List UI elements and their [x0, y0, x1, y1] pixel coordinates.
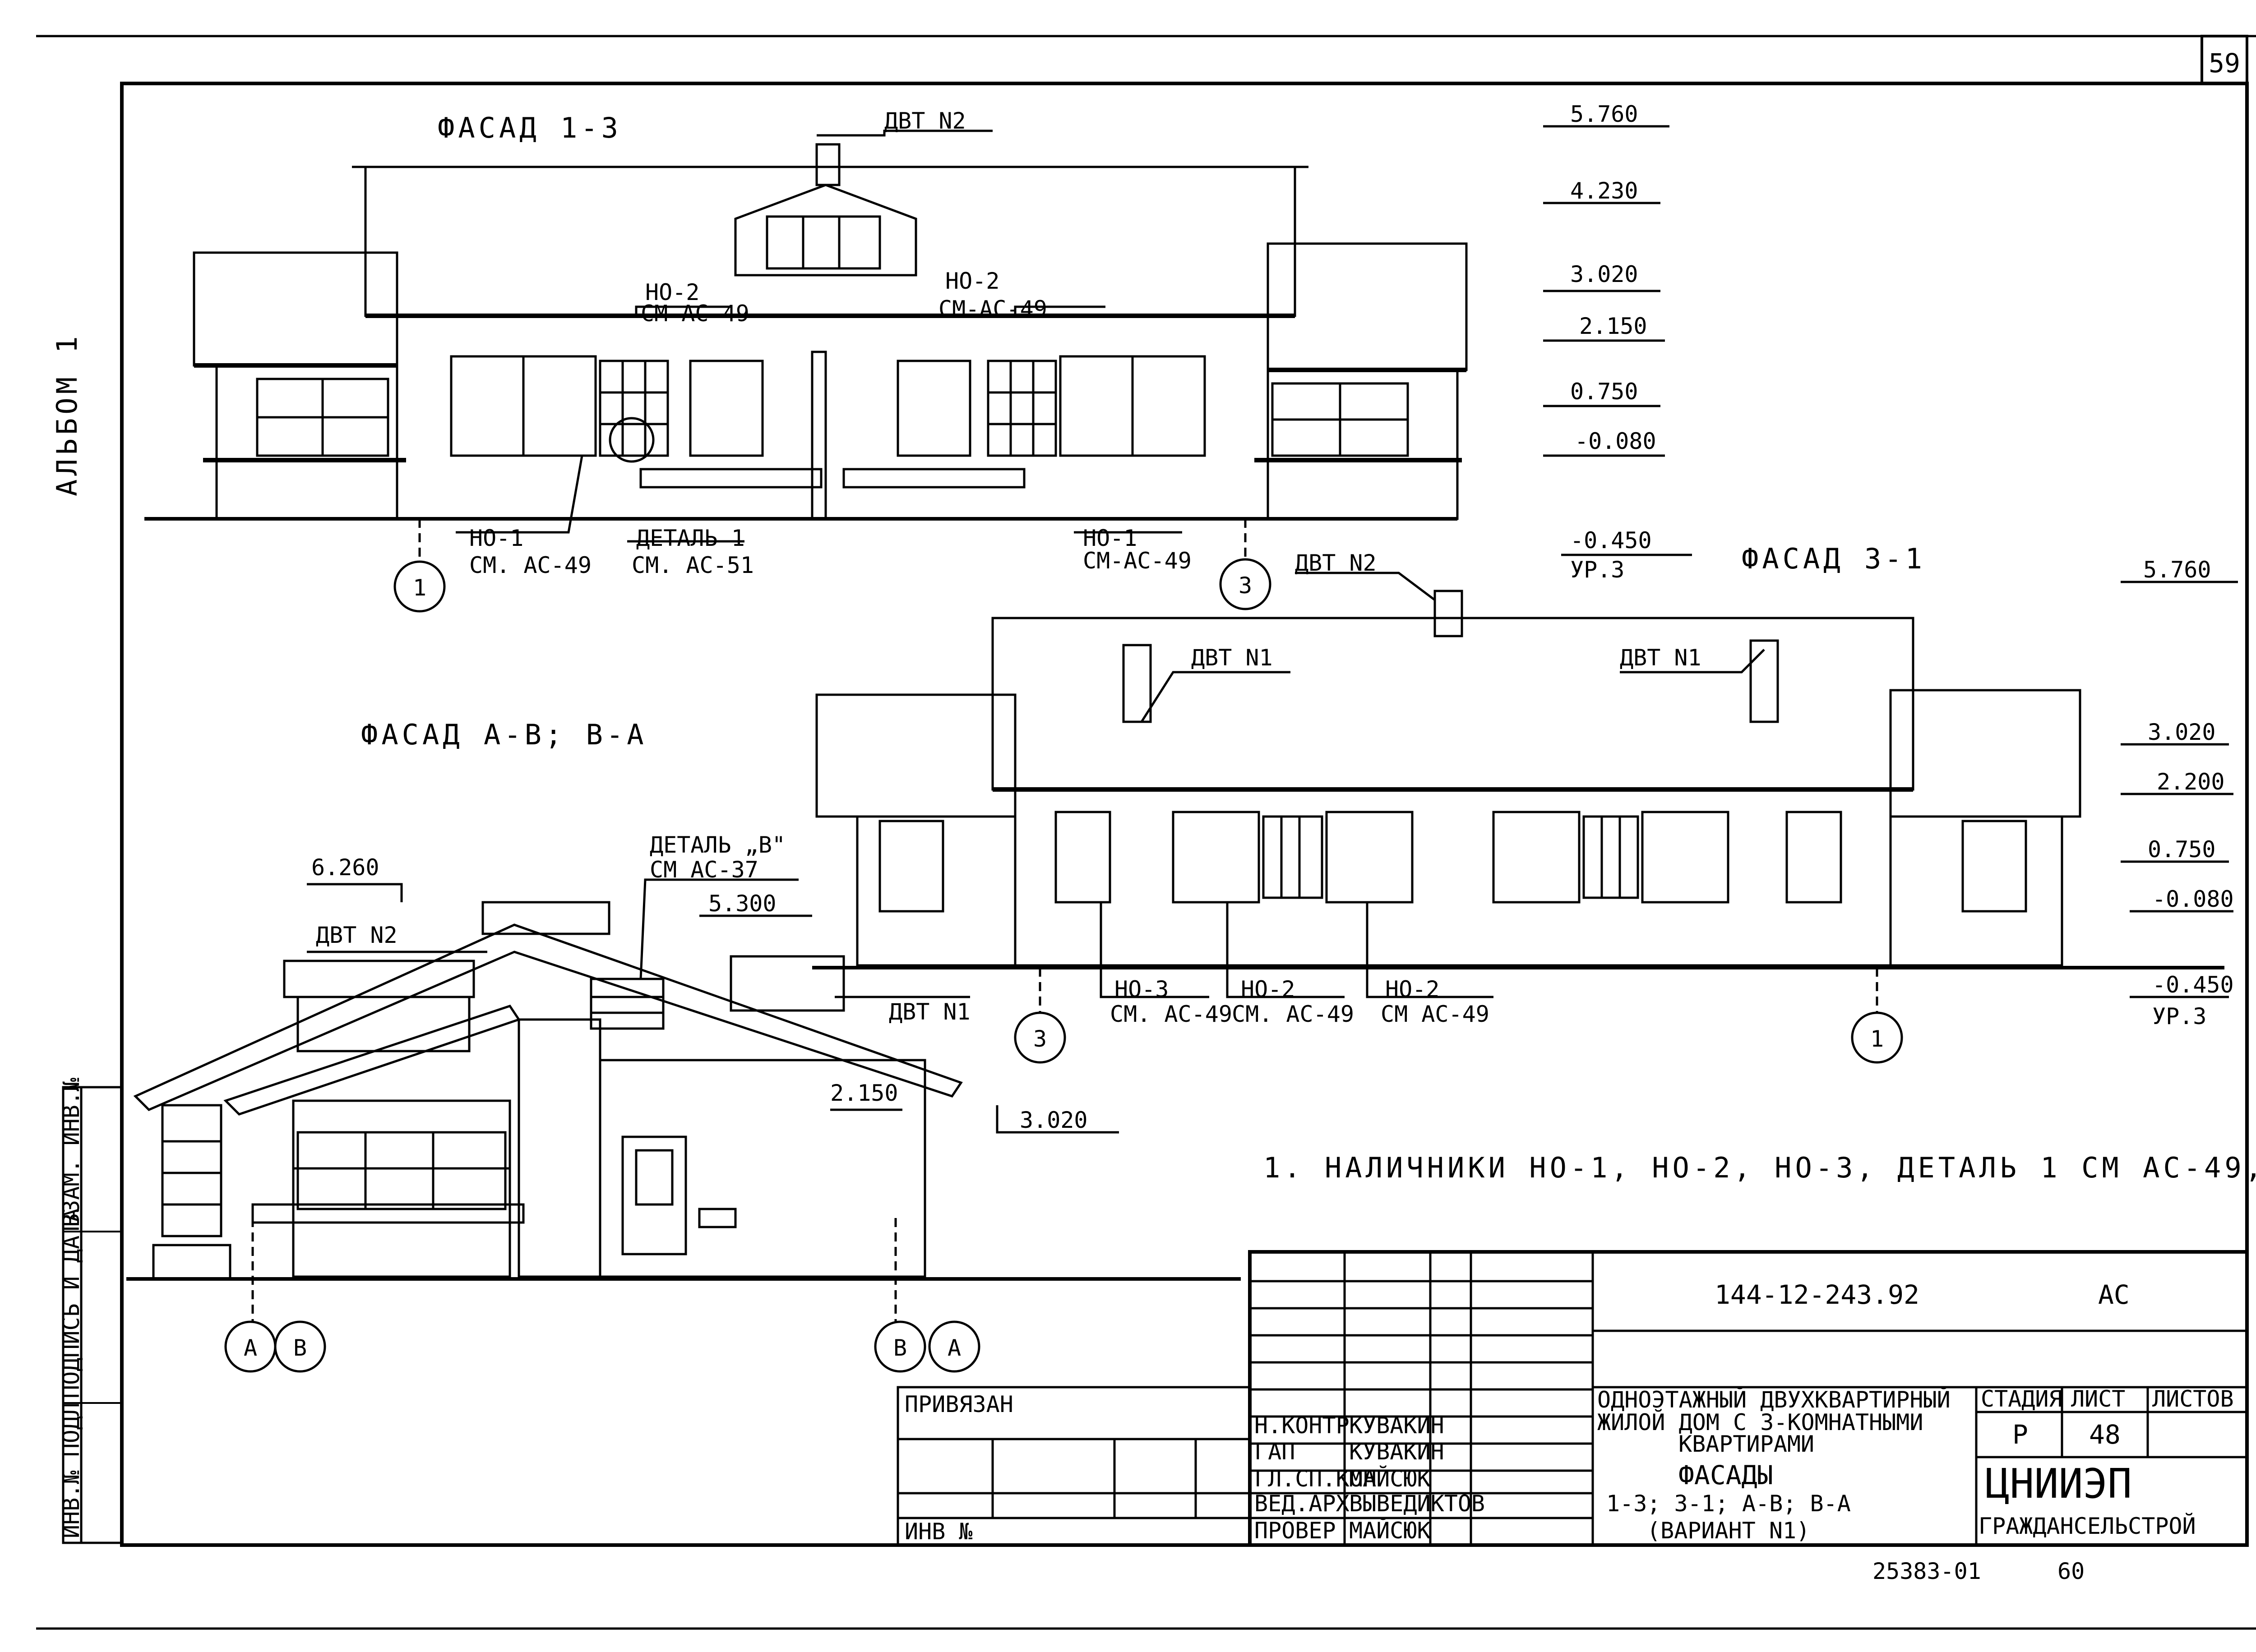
- fab-detail: ДЕТАЛЬ „В": [650, 832, 786, 858]
- doc-mark: АС: [2098, 1279, 2130, 1310]
- sheet-value: 48: [2089, 1419, 2121, 1450]
- name-0: КУВАКИН: [1349, 1412, 1444, 1439]
- f13-elev-m0450: -0.450: [1570, 527, 1652, 554]
- name-1: КУВАКИН: [1349, 1439, 1444, 1465]
- fab-elev-5300: 5.300: [708, 891, 777, 917]
- name-4: МАЙСЮК: [1349, 1517, 1431, 1544]
- sheet-title-1: ФАСАДЫ: [1678, 1460, 1773, 1490]
- f13-no2-right: НО-2: [945, 268, 999, 294]
- f31-no2a: НО-2: [1241, 976, 1295, 1002]
- f13-avt2: ДВТ N2: [884, 108, 966, 134]
- building-line-3: КВАРТИРАМИ: [1678, 1431, 1814, 1457]
- title-block: 144-12-243.92 АС ПРИВЯЗАН ИНВ № Н.КОНТР …: [897, 1250, 2249, 1547]
- page-number: 60: [2057, 1558, 2085, 1584]
- inv-label: ИНВ №: [905, 1518, 973, 1545]
- sheet-header: ЛИСТ: [2071, 1386, 2125, 1412]
- fab-elev-6260: 6.260: [311, 854, 379, 881]
- facade-3-1: ФАСАД 3-1: [812, 542, 2238, 1064]
- f31-elev-3020: 3.020: [2148, 719, 2216, 745]
- f31-no3-ref: СМ. АС-49: [1110, 1001, 1232, 1027]
- fab-detail-ref: СМ АС-37: [650, 857, 758, 883]
- side-stamp-sign: ПОДПИСЬ И ДАТА: [58, 1209, 84, 1398]
- f13-elev-0750: 0.750: [1570, 378, 1638, 405]
- general-note: 1. НАЛИЧНИКИ НО-1, НО-2, НО-3, ДЕТАЛЬ 1 …: [1263, 1151, 2256, 1184]
- corner-number: 59: [2209, 48, 2240, 78]
- album-label: АЛЬБОМ 1: [51, 332, 83, 496]
- facade-1-3: ФАСАД 1-3: [144, 101, 1692, 613]
- f31-ground-note: УР.3: [2152, 1003, 2206, 1029]
- f31-elev-m0450: -0.450: [2152, 972, 2234, 998]
- role-2: ГЛ.СП.КОН: [1254, 1466, 1377, 1492]
- name-2: МАЙСЮК: [1349, 1465, 1431, 1492]
- fab-avt2: ДВТ N2: [316, 922, 398, 948]
- bound-label: ПРИВЯЗАН: [905, 1391, 1013, 1417]
- f13-elev-2150: 2.150: [1579, 313, 1647, 339]
- f31-elev-2200: 2.200: [2157, 769, 2225, 795]
- facade-a-b-title: ФАСАД А-В; В-А: [361, 718, 647, 751]
- sheet-title-3: (ВАРИАНТ N1): [1647, 1518, 1810, 1544]
- building-line-2: ЖИЛОЙ ДОМ С 3-КОМНАТНЫМИ: [1597, 1409, 1923, 1435]
- f13-no1-right: НО-1: [1083, 525, 1137, 551]
- facade-a-b: ФАСАД А-В; В-А: [126, 718, 1241, 1373]
- f31-elev-m0080: -0.080: [2152, 886, 2234, 912]
- fab-axis-a-left: А: [244, 1335, 257, 1361]
- role-3: ВЕД.АРХ: [1254, 1490, 1350, 1517]
- f31-elev-5760: 5.760: [2143, 557, 2211, 583]
- sheet-title-2: 1-3; 3-1; А-В; В-А: [1606, 1490, 1851, 1517]
- stage-value: Р: [2012, 1419, 2028, 1450]
- f13-no1-right-ref: СМ-АС-49: [1083, 548, 1192, 574]
- f31-axis-3: 3: [1033, 1026, 1047, 1052]
- stage-header: СТАДИЯ: [1981, 1386, 2062, 1412]
- f13-elev-3020: 3.020: [1570, 261, 1638, 287]
- f31-axis-1: 1: [1870, 1026, 1884, 1052]
- org-sub: ГРАЖДАНСЕЛЬСТРОЙ: [1979, 1513, 2196, 1539]
- fab-avt1: ДВТ N1: [889, 999, 971, 1025]
- fab-elev-3020: 3.020: [1020, 1107, 1088, 1133]
- side-stamp-replace: ВЗАМ. ИНВ.№: [58, 1078, 84, 1227]
- fab-axis-b-left: В: [293, 1335, 307, 1361]
- doc-code: 144-12-243.92: [1715, 1279, 1919, 1310]
- fab-axis-b-right: В: [893, 1335, 907, 1361]
- f31-avt1-right: ДВТ N1: [1620, 645, 1701, 671]
- fab-axis-a-right: А: [948, 1335, 961, 1361]
- side-stamp-inv: ИНВ.№ ПОДЛ: [58, 1403, 84, 1538]
- f13-detail-ref: СМ. АС-51: [632, 552, 754, 578]
- facade-1-3-title: ФАСАД 1-3: [438, 111, 622, 144]
- role-4: ПРОВЕР: [1254, 1518, 1336, 1544]
- fab-elev-2150: 2.150: [830, 1080, 898, 1106]
- facade-3-1-title: ФАСАД 3-1: [1742, 542, 1926, 575]
- f13-ground-note: УР.3: [1570, 557, 1624, 583]
- f13-no2-right-ref: СМ-АС-49: [938, 296, 1047, 322]
- f31-no2a-ref: СМ. АС-49: [1232, 1001, 1354, 1027]
- f13-axis-3: 3: [1239, 572, 1252, 599]
- f13-elev-5760: 5.760: [1570, 101, 1638, 127]
- f31-no3: НО-3: [1114, 976, 1169, 1002]
- f31-elev-0750: 0.750: [2148, 836, 2216, 863]
- side-stamp: ИНВ.№ ПОДЛ ПОДПИСЬ И ДАТА ВЗАМ. ИНВ.№: [58, 1078, 123, 1544]
- building-line-1: ОДНОЭТАЖНЫЙ ДВУХКВАРТИРНЫЙ: [1597, 1386, 1951, 1413]
- org-name: ЦНИИЭП: [1985, 1460, 2132, 1508]
- f13-axis-1: 1: [413, 575, 426, 601]
- role-0: Н.КОНТР: [1254, 1412, 1350, 1439]
- f31-no2b-ref: СМ АС-49: [1381, 1001, 1489, 1027]
- f13-elev-4230: 4.230: [1570, 178, 1638, 204]
- role-1: ГАП: [1254, 1439, 1295, 1465]
- name-3: ВЫВЕДИКТОВ: [1349, 1490, 1485, 1517]
- f13-no2-left: НО-2: [645, 279, 699, 305]
- f13-elev-m0080: -0.080: [1575, 428, 1656, 454]
- f13-no1-left-ref: СМ. АС-49: [469, 552, 592, 578]
- sheets-header: ЛИСТОВ: [2152, 1386, 2234, 1412]
- f31-avt1-left: ДВТ N1: [1191, 645, 1273, 671]
- order-number: 25383-01: [1872, 1558, 1981, 1584]
- f13-no2-left-ref: СМ АС-49: [641, 300, 749, 327]
- f31-no2b: НО-2: [1385, 976, 1439, 1002]
- f31-avt2: ДВТ N2: [1295, 550, 1377, 576]
- f13-detail: ДЕТАЛЬ 1: [636, 525, 745, 551]
- f13-no1-left: НО-1: [469, 525, 523, 551]
